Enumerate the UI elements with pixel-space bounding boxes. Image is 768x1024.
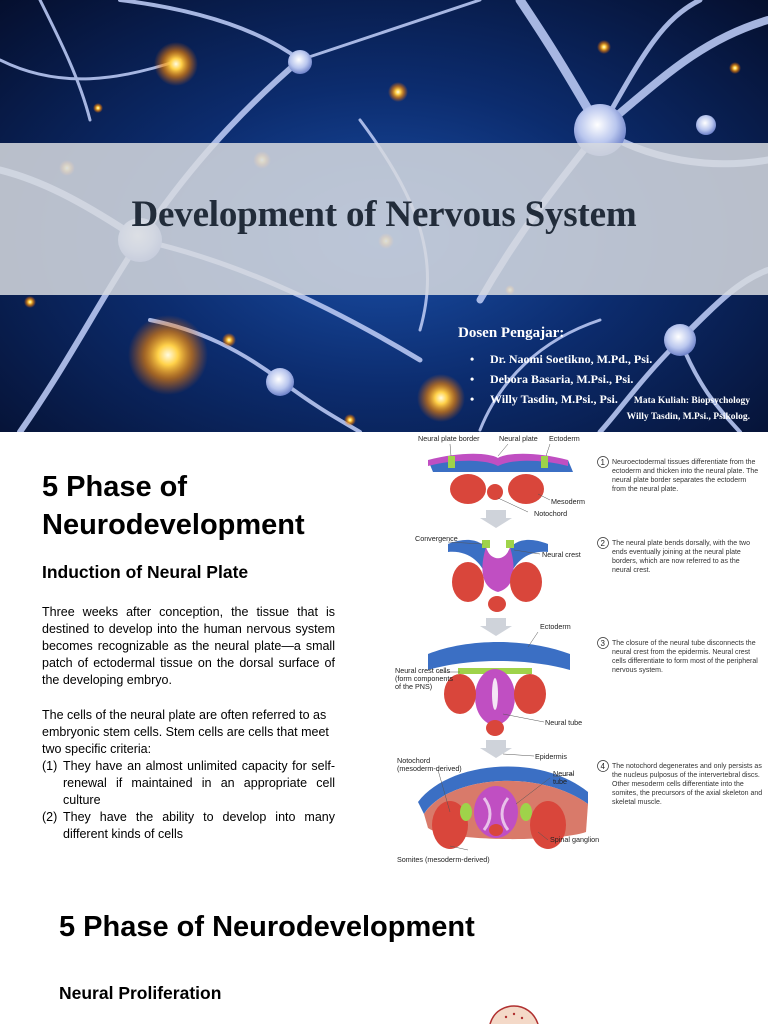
step-line: The neural plate bends dorsally, with th… (612, 540, 750, 547)
body-block: The cells of the neural plate are often … (42, 707, 335, 843)
label-neural-crest-cells-3: of the PNS) (395, 682, 432, 691)
slide-title: 5 Phase of Neurodevelopment (59, 911, 475, 943)
criteria-text: They have the ability to develop into ma… (63, 810, 335, 841)
step-number-icon (597, 456, 609, 468)
step-2: 2 The neural plate bends dorsally, with … (597, 537, 750, 574)
bullet-icon: • (470, 372, 475, 386)
step-line: somites, the precursors of the axial ske… (612, 790, 762, 797)
body-paragraph: The cells of the neural plate are often … (42, 708, 329, 756)
stage-1-illustration (428, 453, 573, 504)
criteria-item: (2) They have the ability to develop into… (42, 809, 335, 843)
course-lecturer: Willy Tasdin, M.Psi., Psikolog. (626, 412, 750, 422)
step-line: neural crest from the epidermis. Neural … (612, 649, 750, 656)
lecturer-name: Willy Tasdin, M.Psi., Psi. (490, 392, 618, 406)
label-neural-crest: Neural crest (542, 550, 581, 559)
criteria-list: (1) They have an almost unlimited capacit… (42, 758, 335, 843)
criteria-number: (2) (42, 810, 58, 824)
cover-title: Development of Nervous System (131, 194, 637, 235)
label-convergence: Convergence (415, 534, 458, 543)
label-mesoderm: Mesoderm (551, 497, 585, 506)
label-neural-tube-b2: tube (553, 777, 567, 786)
label-ectoderm-top: Ectoderm (549, 434, 580, 443)
step-line: Neuroectodermal tissues differentiate fr… (612, 459, 756, 466)
course-name: Mata Kuliah: Biopsychology (633, 396, 750, 406)
title-band (0, 143, 768, 295)
step-line: from the neural plate. (612, 486, 678, 493)
slide-subtitle: Induction of Neural Plate (42, 562, 249, 582)
label-neural-tube: Neural tube (545, 718, 582, 727)
step-line: the nucleus pulposus of the intervertebr… (612, 772, 760, 779)
label-ectoderm-mid: Ectoderm (540, 622, 571, 631)
step-number-icon (597, 637, 609, 649)
step-line: Other mesoderm cells differentiate into … (612, 781, 744, 788)
step-number: 4 (601, 762, 606, 771)
label-neural-crest-cells: Neural crest cells (395, 666, 451, 675)
label-neural-tube-b: Neural (553, 769, 575, 778)
stage-4-illustration (418, 766, 588, 849)
step-1: 1 Neuroectodermal tissues differentiate … (597, 456, 758, 493)
lecturer-name: Dr. Naomi Soetikno, M.Pd., Psi. (490, 352, 653, 366)
label-notochord-md-2: (mesoderm-derived) (397, 764, 462, 773)
label-notochord: Notochord (534, 509, 567, 518)
label-somites: Somites (mesoderm-derived) (397, 855, 490, 864)
label-neural-crest-cells-2: (form components (395, 674, 453, 683)
step-line: neural plate border separates the ectode… (612, 477, 746, 484)
step-line: neural crest. (612, 567, 651, 574)
step-3: 3 The closure of the neural tube disconn… (597, 637, 758, 674)
stage-2-illustration (448, 539, 548, 612)
step-line: The notochord degenerates and only persi… (612, 763, 762, 770)
criteria-number: (1) (42, 759, 58, 773)
step-number-icon (597, 537, 609, 549)
step-line: cells differentiate to form most of the … (612, 658, 758, 665)
step-line: nervous system. (612, 667, 663, 674)
step-number: 3 (601, 639, 606, 648)
bullet-icon: • (470, 352, 475, 366)
bullet-icon: • (470, 392, 475, 406)
criteria-item: (1) They have an almost unlimited capacit… (42, 758, 335, 809)
step-4: 4 The notochord degenerates and only per… (597, 760, 762, 806)
step-line: ends eventually joining at the neural pl… (612, 549, 741, 556)
step-number: 1 (601, 458, 606, 467)
label-neural-plate: Neural plate (499, 434, 538, 443)
lecturer-block: Dosen Pengajar: • Dr. Naomi Soetikno, M.P… (458, 325, 652, 409)
cover-slide: Development of Nervous System Dosen Peng… (0, 0, 768, 432)
lecturer-heading: Dosen Pengajar: (458, 325, 565, 341)
neural-tube-diagram: Neural plate border Neural plate Ectoder… (395, 434, 762, 864)
step-line: borders, which are now referred to as th… (612, 558, 740, 565)
lecturer-item: • Willy Tasdin, M.Psi., Psi. (470, 389, 652, 409)
body-paragraph: Three weeks after conception, the tissue… (42, 605, 335, 687)
lecturer-name: Debora Basaria, M.Psi., Psi. (490, 372, 634, 386)
lecturer-list: • Dr. Naomi Soetikno, M.Pd., Psi. • Debora… (458, 349, 652, 409)
step-number-icon (597, 760, 609, 772)
lecturer-item: • Dr. Naomi Soetikno, M.Pd., Psi. (470, 349, 652, 369)
label-spinal-ganglion: Spinal ganglion (550, 835, 599, 844)
slide-title: 5 Phase of Neurodevelopment (42, 471, 305, 541)
label-neural-plate-border: Neural plate border (418, 434, 480, 443)
step-line: ectoderm and thicken into the neural pla… (612, 468, 758, 475)
cell-illustration (489, 1005, 539, 1024)
step-line: skeletal muscle. (612, 799, 662, 806)
lecturer-item: • Debora Basaria, M.Psi., Psi. (470, 369, 652, 389)
criteria-text: They have an almost unlimited capacity f… (63, 759, 335, 807)
proliferation-slide: 5 Phase of Neurodevelopment Neural Proli… (0, 864, 768, 1024)
stage-3-illustration (428, 642, 570, 736)
step-number: 2 (601, 539, 606, 548)
slide-subtitle: Neural Proliferation (59, 983, 222, 1003)
induction-slide: 5 Phase of Neurodevelopment Induction of… (0, 432, 768, 864)
course-block: Mata Kuliah: Biopsychology Willy Tasdin,… (627, 393, 750, 425)
step-line: The closure of the neural tube disconnec… (612, 640, 756, 647)
label-notochord-md: Notochord (397, 756, 430, 765)
label-epidermis: Epidermis (535, 752, 567, 761)
